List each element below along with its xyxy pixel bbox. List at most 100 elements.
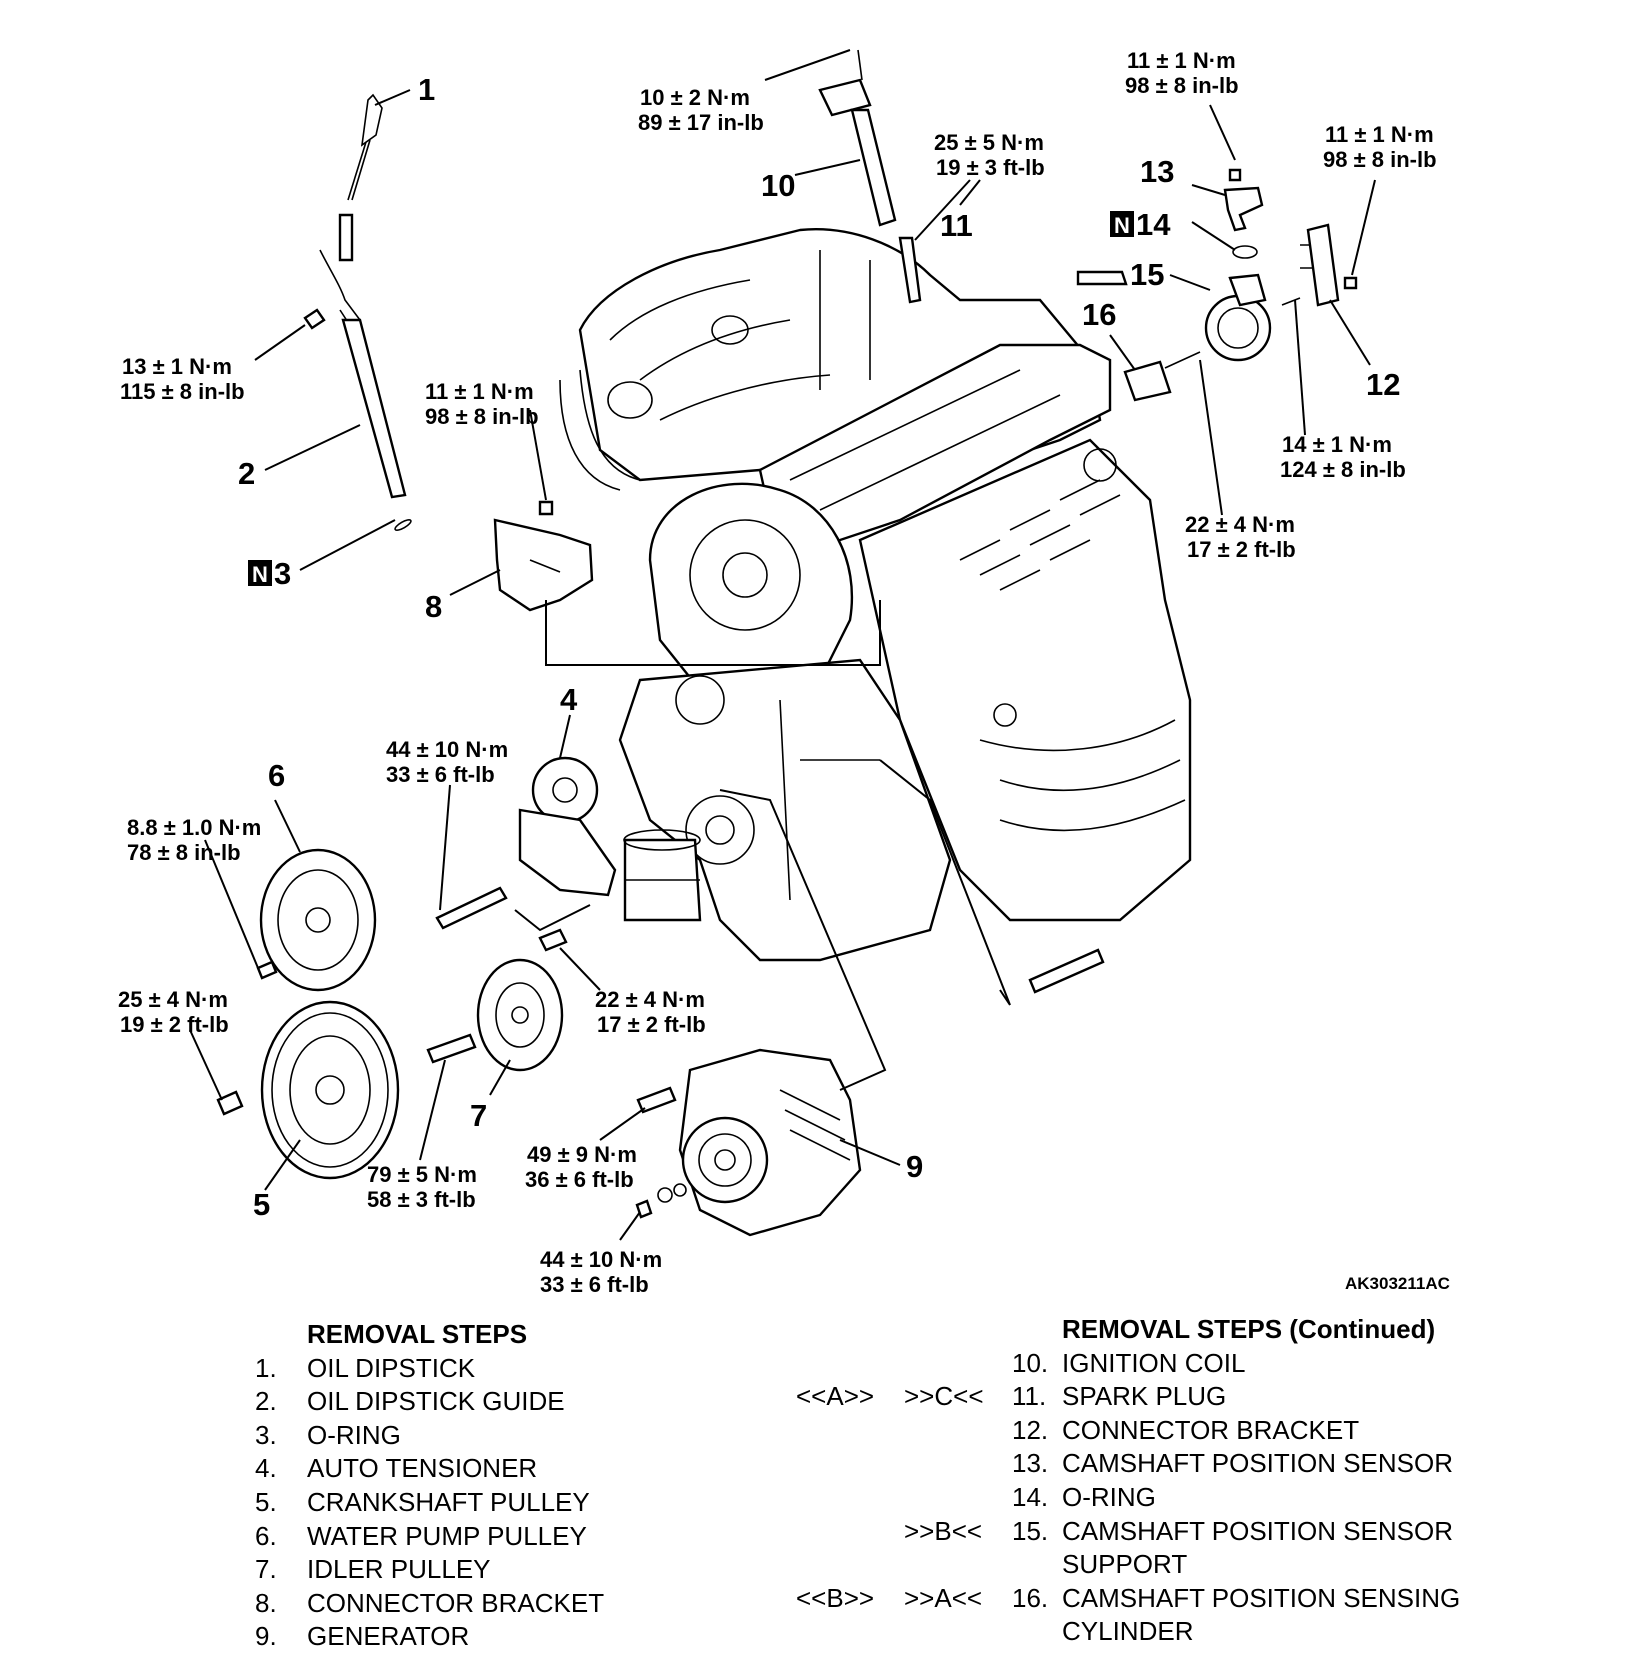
- step-label: CAMSHAFT POSITION SENSOR: [1062, 1448, 1454, 1479]
- engine-exploded-diagram: 1 2 N 3 4 5 6 7 8 9 10 11 12 13 N 14 15 …: [118, 48, 1450, 1297]
- removal-steps: REMOVAL STEPS 1. OIL DIPSTICK 2. OIL DIPST…: [255, 1318, 604, 1654]
- torque-sensing-cylinder-metric: 22 ± 4 N·m: [1185, 512, 1295, 537]
- step-label: GENERATOR: [307, 1621, 470, 1652]
- step-label: AUTO TENSIONER: [307, 1453, 538, 1484]
- oil-dipstick: [347, 93, 383, 201]
- step-label: CAMSHAFT POSITION SENSOR: [1062, 1515, 1454, 1546]
- callout-2: 2: [238, 456, 255, 491]
- image-code: AK303211AC: [1345, 1274, 1450, 1293]
- service-point-mark-installation: [904, 1615, 1012, 1649]
- step-row: 12.CONNECTOR BRACKET: [796, 1414, 1460, 1448]
- callout-5: 5: [253, 1187, 270, 1222]
- new-part-mark-3: [248, 560, 272, 586]
- service-point-mark-installation: [904, 1447, 1012, 1481]
- step-row: <<B>>>>A<<16.CAMSHAFT POSITION SENSING: [796, 1582, 1460, 1616]
- torque-spark-plug-imperial: 19 ± 3 ft-lb: [936, 155, 1045, 180]
- torque-dipstick-guide-imperial: 115 ± 8 in-lb: [120, 379, 245, 404]
- callout-11: 11: [940, 208, 973, 243]
- torque-spark-plug-metric: 25 ± 5 N·m: [934, 130, 1044, 155]
- torque-dipstick-guide-metric: 13 ± 1 N·m: [122, 354, 232, 379]
- service-point-mark-removal: [796, 1481, 904, 1515]
- step-label: CONNECTOR BRACKET: [307, 1587, 605, 1618]
- oil-dipstick-guide: [319, 213, 412, 531]
- step-label: CYLINDER: [1062, 1616, 1194, 1647]
- water-pump-pulley: [256, 848, 377, 992]
- callout-14: 14: [1136, 207, 1171, 242]
- step-number: [1012, 1548, 1062, 1582]
- connector-bracket-upper: [1300, 223, 1358, 307]
- callout-8: 8: [425, 589, 442, 624]
- torque-water-pump-pulley-imperial: 78 ± 8 in-lb: [127, 840, 241, 865]
- step-label: CAMSHAFT POSITION SENSING: [1062, 1582, 1461, 1613]
- new-part-mark-14: [1110, 211, 1134, 237]
- step-label: OIL DIPSTICK GUIDE: [307, 1386, 565, 1417]
- step-label: IDLER PULLEY: [307, 1554, 491, 1585]
- auto-tensioner: [435, 756, 617, 952]
- torque-crank-small-bolt-imperial: 19 ± 2 ft-lb: [120, 1012, 229, 1037]
- callout-13: 13: [1140, 154, 1174, 189]
- step-number: 16.: [1012, 1582, 1049, 1613]
- step-number: 8.: [255, 1587, 277, 1618]
- torque-sensor-support-metric: 14 ± 1 N·m: [1282, 432, 1392, 457]
- step-number: 5.: [255, 1486, 277, 1517]
- camshaft-position-sensor-support: [1076, 270, 1301, 362]
- step-row: CYLINDER: [796, 1615, 1460, 1649]
- callout-15: 15: [1130, 257, 1164, 292]
- step-number: 2.: [255, 1386, 277, 1417]
- callout-numbers: 1 2 N 3 4 5 6 7 8 9 10 11 12 13 N 14 15 …: [238, 72, 1400, 1222]
- step-row: <<A>>>>C<<11.SPARK PLUG: [796, 1380, 1460, 1414]
- service-point-mark-removal: [796, 1414, 904, 1448]
- step-row: 14.O-RING: [796, 1481, 1460, 1515]
- step-number: 9.: [255, 1621, 277, 1652]
- step-label: OIL DIPSTICK: [307, 1352, 476, 1383]
- crankshaft-pulley: [216, 1000, 477, 1180]
- torque-generator-nut-imperial: 33 ± 6 ft-lb: [540, 1272, 649, 1297]
- torque-tensioner-imperial: 33 ± 6 ft-lb: [386, 762, 495, 787]
- step-label: SUPPORT: [1062, 1549, 1188, 1580]
- service-point-mark-installation: [904, 1414, 1012, 1448]
- torque-bracket-8-imperial: 98 ± 8 in-lb: [425, 404, 539, 429]
- step-row: 10.IGNITION COIL: [796, 1347, 1460, 1381]
- step-number: 12.: [1012, 1414, 1049, 1445]
- service-point-mark-removal: [796, 1515, 904, 1549]
- removal-steps-continued-heading: REMOVAL STEPS (Continued): [1062, 1314, 1436, 1344]
- torque-specs: 10 ± 2 N·m 89 ± 17 in-lb 25 ± 5 N·m 19 ±…: [118, 48, 1437, 1297]
- step-number: 1.: [255, 1352, 277, 1383]
- callout-10: 10: [761, 168, 795, 203]
- service-point-mark-installation: [904, 1481, 1012, 1515]
- step-row: 3.O-RING: [255, 1419, 604, 1453]
- service-point-mark-installation: >>B<<: [904, 1515, 983, 1546]
- service-point-mark-removal: [796, 1347, 904, 1381]
- step-label: WATER PUMP PULLEY: [307, 1520, 587, 1551]
- step-row: 13.CAMSHAFT POSITION SENSOR: [796, 1447, 1460, 1481]
- torque-sensor-support-imperial: 124 ± 8 in-lb: [1280, 457, 1406, 482]
- camshaft-position-sensor: [1223, 168, 1264, 232]
- removal-steps-continued: REMOVAL STEPS (Continued) 10.IGNITION CO…: [796, 1313, 1460, 1649]
- torque-generator-nut-metric: 44 ± 10 N·m: [540, 1247, 662, 1272]
- callout-3: 3: [274, 556, 291, 591]
- torque-crank-small-bolt-metric: 25 ± 4 N·m: [118, 987, 228, 1012]
- torque-bracket-12-metric: 11 ± 1 N·m: [1325, 122, 1434, 147]
- step-number: [1012, 1615, 1062, 1649]
- step-label: O-RING: [307, 1419, 401, 1450]
- step-label: IGNITION COIL: [1062, 1347, 1246, 1378]
- idler-pulley: [476, 958, 564, 1072]
- step-row: 2. OIL DIPSTICK GUIDE: [255, 1385, 604, 1419]
- step-row: SUPPORT: [796, 1548, 1460, 1582]
- step-row: 4.AUTO TENSIONER: [255, 1452, 604, 1486]
- torque-sensing-cylinder-imperial: 17 ± 2 ft-lb: [1187, 537, 1296, 562]
- leader-lines: [189, 49, 1376, 1241]
- camshaft-position-sensing-cylinder: [1123, 351, 1201, 402]
- torque-cam-sensor-metric: 11 ± 1 N·m: [1127, 48, 1236, 73]
- callout-12: 12: [1366, 367, 1400, 402]
- step-label: SPARK PLUG: [1062, 1381, 1227, 1412]
- engine-assembly: [559, 228, 1192, 962]
- callout-9: 9: [906, 1149, 923, 1184]
- step-number: 14.: [1012, 1481, 1049, 1512]
- removal-steps-heading: REMOVAL STEPS: [307, 1319, 528, 1349]
- torque-bracket-8-metric: 11 ± 1 N·m: [425, 379, 534, 404]
- torque-idler-bolt-metric: 22 ± 4 N·m: [595, 987, 705, 1012]
- callout-1: 1: [418, 72, 435, 107]
- step-row: 6.WATER PUMP PULLEY: [255, 1520, 604, 1554]
- torque-generator-bolt-metric: 49 ± 9 N·m: [527, 1142, 637, 1167]
